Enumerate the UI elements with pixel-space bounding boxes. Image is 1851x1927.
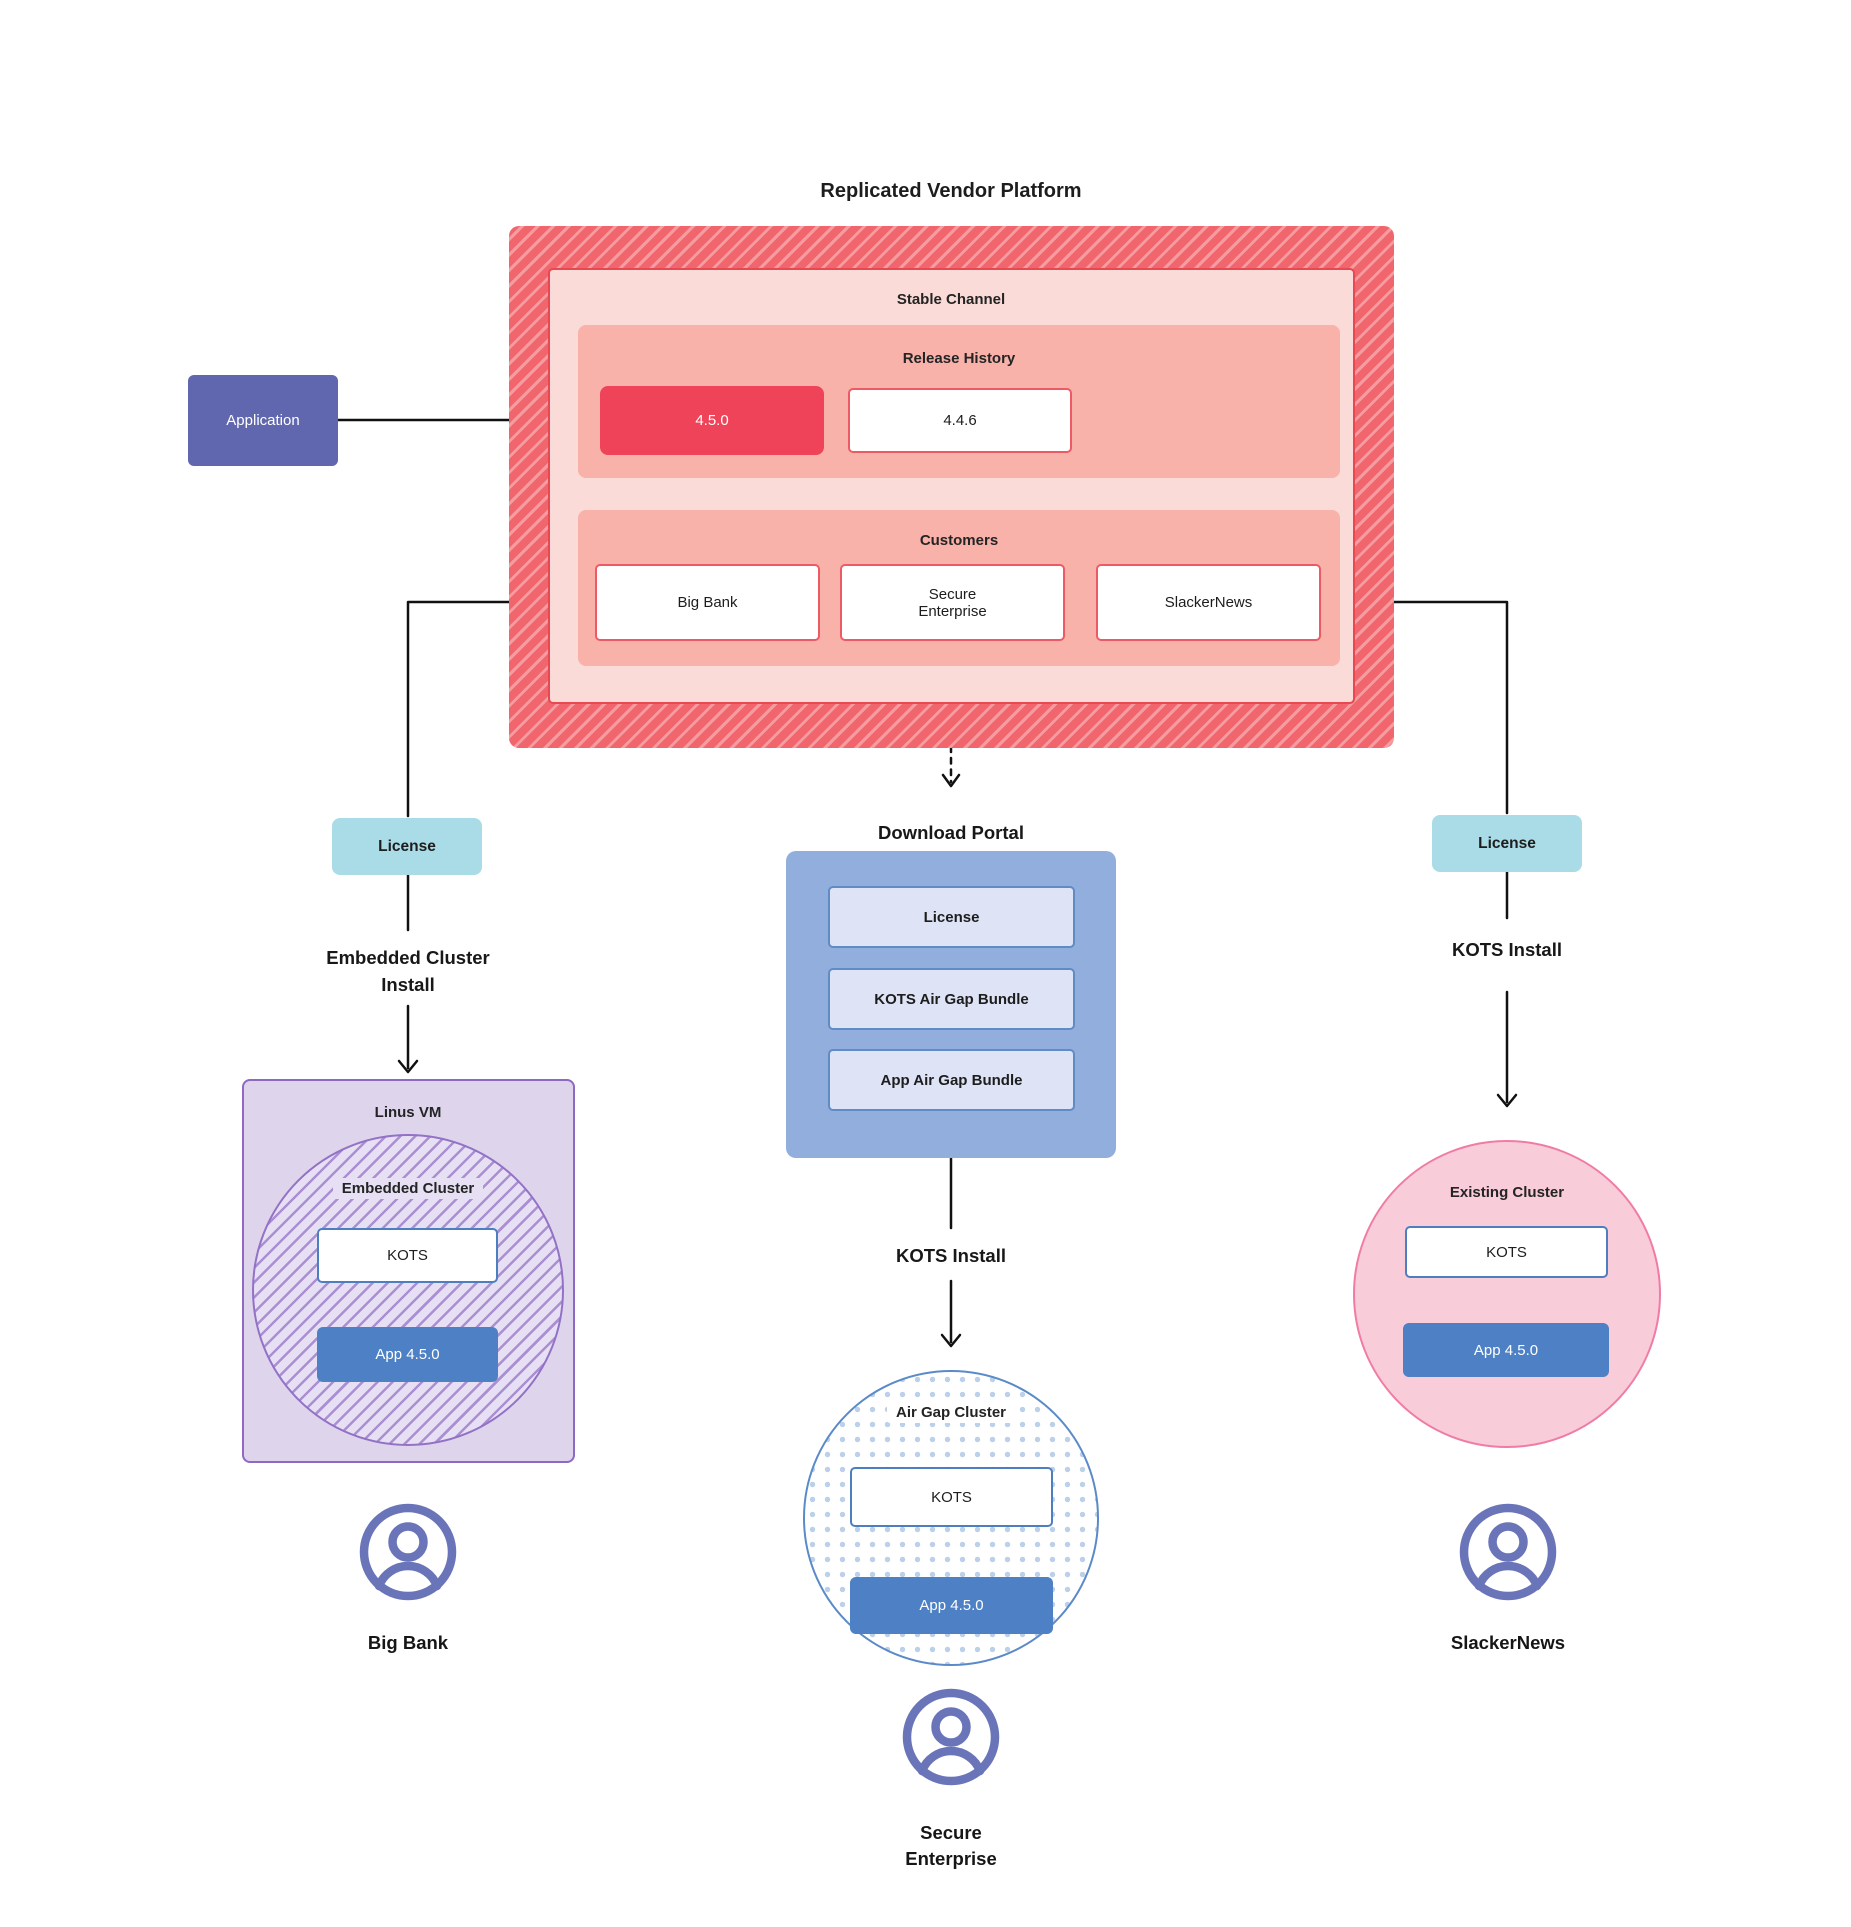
portal-item-kots-air-gap-bundle: KOTS Air Gap Bundle (828, 968, 1075, 1030)
license-badge-left: License (332, 818, 482, 875)
stable-channel-label: Stable Channel (896, 291, 1006, 308)
portal-item-app-air-gap-bundle: App Air Gap Bundle (828, 1049, 1075, 1111)
customers-label: Customers (919, 532, 999, 549)
user-label-big-bank: Big Bank (367, 1632, 449, 1653)
app-box-left: App 4.5.0 (317, 1327, 498, 1382)
linus-vm-label: Linus VM (374, 1104, 442, 1121)
user-icon-big-bank (358, 1502, 458, 1602)
arrowhead (940, 1333, 962, 1348)
app-box-right: App 4.5.0 (1403, 1323, 1609, 1377)
customer-slackernews: SlackerNews (1096, 564, 1321, 641)
customer-secure-enterprise-label: Secure Enterprise (918, 585, 987, 620)
kots-install-label-middle: KOTS Install (896, 1245, 1006, 1266)
air-gap-cluster-label-text: Air Gap Cluster (886, 1402, 1016, 1423)
user-icon-slackernews (1458, 1502, 1558, 1602)
portal-item-license: License (828, 886, 1075, 948)
user-label-slackernews: SlackerNews (1450, 1632, 1566, 1653)
kots-install-label-right: KOTS Install (1452, 939, 1562, 960)
arrowhead (941, 773, 961, 788)
existing-cluster-circle (1353, 1140, 1661, 1448)
release-4-5-0: 4.5.0 (600, 386, 824, 455)
app-box-middle: App 4.5.0 (850, 1577, 1053, 1634)
user-icon-secure-enterprise (901, 1687, 1001, 1787)
customer-secure-enterprise: Secure Enterprise (840, 564, 1065, 641)
existing-cluster-label: Existing Cluster (1449, 1184, 1565, 1201)
kots-box-middle: KOTS (850, 1467, 1053, 1527)
arrowhead (397, 1059, 419, 1074)
application-box: Application (188, 375, 338, 466)
arrowhead (1496, 1093, 1518, 1108)
user-label-secure-enterprise-text: Secure Enterprise (905, 1822, 997, 1869)
embedded-cluster-label-text: Embedded Cluster (332, 1178, 484, 1199)
license-badge-right: License (1432, 815, 1582, 872)
embedded-cluster-label: Embedded Cluster (268, 1178, 548, 1199)
embedded-cluster-install-label: Embedded Cluster Install (326, 947, 490, 995)
air-gap-cluster-label: Air Gap Cluster (811, 1402, 1091, 1423)
customer-big-bank: Big Bank (595, 564, 820, 641)
release-history-label: Release History (902, 350, 1016, 367)
kots-box-right: KOTS (1405, 1226, 1608, 1278)
user-label-secure-enterprise: Secure Enterprise (841, 1820, 1061, 1872)
page-title: Replicated Vendor Platform (820, 180, 1082, 202)
kots-box-left: KOTS (317, 1228, 498, 1283)
download-portal-label: Download Portal (878, 822, 1024, 843)
release-4-4-6: 4.4.6 (848, 388, 1072, 453)
